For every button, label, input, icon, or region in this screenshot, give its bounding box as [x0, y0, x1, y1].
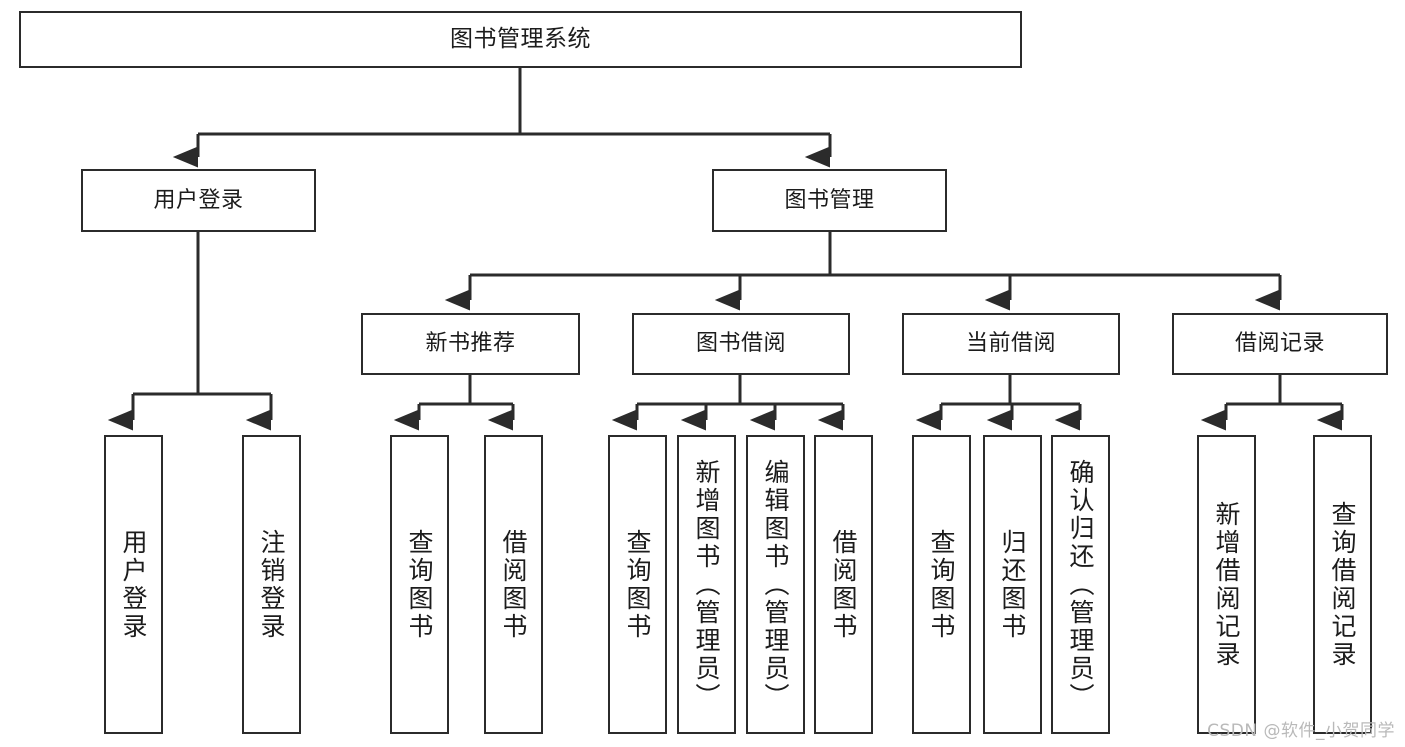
- node-label: 编辑图书（管理员）: [761, 458, 790, 711]
- node-root-system[interactable]: 图书管理系统: [19, 11, 1022, 68]
- leaf-current-confirm-return-admin[interactable]: 确认归还（管理员）: [1051, 435, 1110, 734]
- node-label: 归还图书: [998, 528, 1027, 641]
- node-new-book-recommend[interactable]: 新书推荐: [361, 313, 580, 375]
- leaf-borrow-edit-book-admin[interactable]: 编辑图书（管理员）: [746, 435, 805, 734]
- leaf-record-add-record[interactable]: 新增借阅记录: [1197, 435, 1256, 734]
- node-label: 借阅图书: [829, 528, 858, 641]
- leaf-recommend-query-book[interactable]: 查询图书: [390, 435, 449, 734]
- leaf-user-login-logout[interactable]: 注销登录: [242, 435, 301, 734]
- node-current-borrow[interactable]: 当前借阅: [902, 313, 1120, 375]
- node-label: 查询图书: [623, 528, 652, 641]
- node-label: 用户登录: [119, 528, 148, 641]
- node-label: 查询图书: [405, 528, 434, 641]
- leaf-borrow-borrow-book[interactable]: 借阅图书: [814, 435, 873, 734]
- node-label: 注销登录: [257, 528, 286, 641]
- node-label: 图书管理: [784, 187, 875, 213]
- node-label: 图书借阅: [695, 331, 786, 357]
- node-label: 查询图书: [927, 528, 956, 641]
- node-user-login[interactable]: 用户登录: [81, 169, 316, 232]
- node-label: 新增图书（管理员）: [692, 458, 721, 711]
- leaf-user-login-login[interactable]: 用户登录: [104, 435, 163, 734]
- node-book-borrow[interactable]: 图书借阅: [632, 313, 850, 375]
- node-label: 图书管理系统: [450, 26, 591, 53]
- node-label: 新书推荐: [425, 331, 516, 357]
- leaf-current-return-book[interactable]: 归还图书: [983, 435, 1042, 734]
- node-label: 查询借阅记录: [1328, 500, 1357, 669]
- node-label: 借阅记录: [1234, 331, 1325, 357]
- leaf-borrow-query-book[interactable]: 查询图书: [608, 435, 667, 734]
- node-label: 确认归还（管理员）: [1066, 458, 1095, 711]
- leaf-recommend-borrow-book[interactable]: 借阅图书: [484, 435, 543, 734]
- leaf-borrow-add-book-admin[interactable]: 新增图书（管理员）: [677, 435, 736, 734]
- node-label: 当前借阅: [965, 331, 1056, 357]
- node-borrow-record[interactable]: 借阅记录: [1172, 313, 1388, 375]
- node-label: 借阅图书: [499, 528, 528, 641]
- watermark-text: CSDN @软件_小贺同学: [1207, 721, 1395, 741]
- leaf-record-query-record[interactable]: 查询借阅记录: [1313, 435, 1372, 734]
- node-book-management[interactable]: 图书管理: [712, 169, 947, 232]
- node-label: 用户登录: [153, 187, 244, 213]
- leaf-current-query-book[interactable]: 查询图书: [912, 435, 971, 734]
- node-label: 新增借阅记录: [1212, 500, 1241, 669]
